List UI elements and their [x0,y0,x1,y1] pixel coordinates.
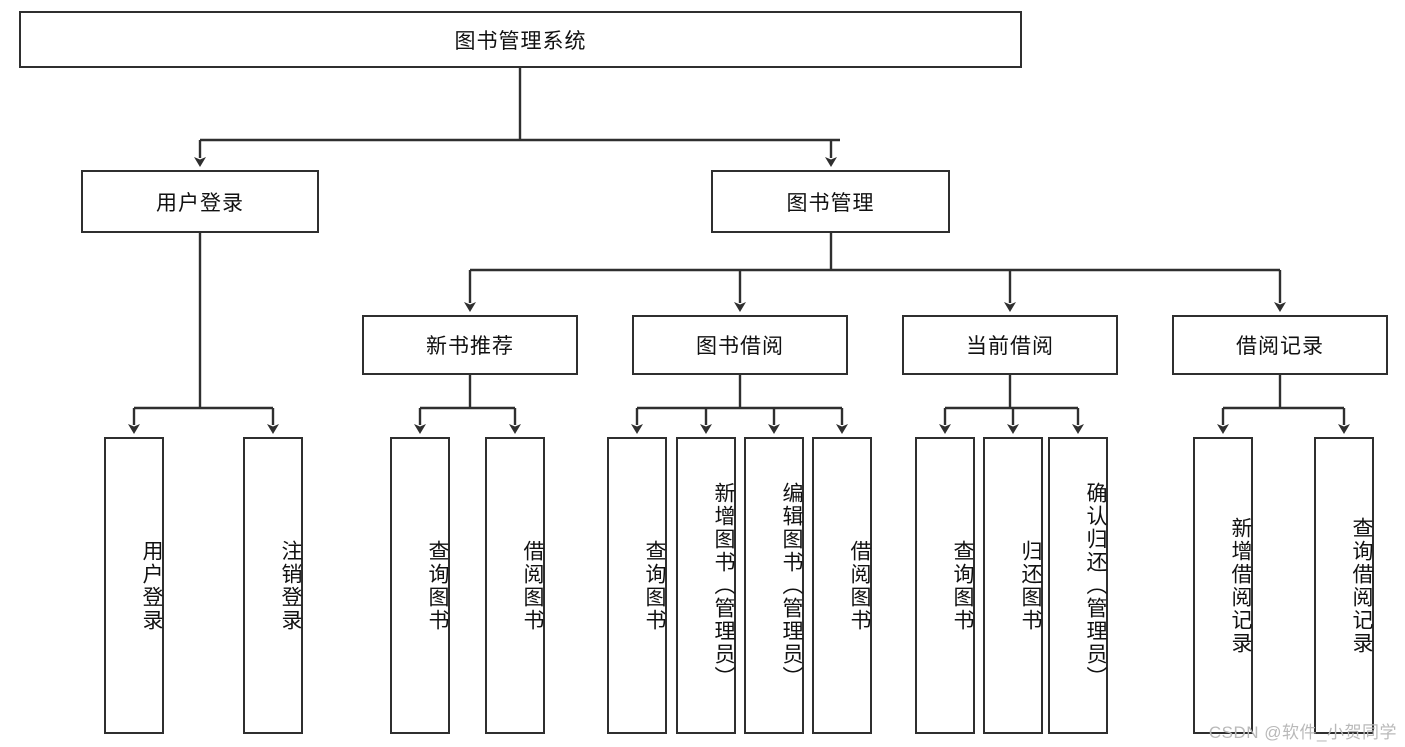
node-leaf-return-book[interactable]: 归还图书 [983,437,1043,734]
node-leaf-query-borrow-record[interactable]: 查询借阅记录 [1314,437,1374,734]
node-new-book-recommend-label: 新书推荐 [426,335,514,358]
node-leaf-add-borrow-record-label: 新增借阅记录 [1229,516,1252,655]
node-leaf-add-book-admin-label: 新增图书（管理员） [712,482,735,689]
node-user-login[interactable]: 用户登录 [81,170,319,233]
node-leaf-query-book-1-label: 查询图书 [426,539,449,632]
node-leaf-query-book-3[interactable]: 查询图书 [915,437,975,734]
node-leaf-user-login-label: 用户登录 [140,539,163,632]
node-leaf-borrow-book-2-label: 借阅图书 [848,539,871,632]
node-leaf-add-book-admin[interactable]: 新增图书（管理员） [676,437,736,734]
node-book-manage[interactable]: 图书管理 [711,170,950,233]
node-book-borrow[interactable]: 图书借阅 [632,315,848,375]
node-leaf-user-login[interactable]: 用户登录 [104,437,164,734]
watermark-text: CSDN @软件_小贺同学 [1208,723,1397,742]
node-leaf-query-book-2[interactable]: 查询图书 [607,437,667,734]
node-leaf-query-book-1[interactable]: 查询图书 [390,437,450,734]
node-leaf-logout-login[interactable]: 注销登录 [243,437,303,734]
node-borrow-record-label: 借阅记录 [1236,335,1324,358]
node-current-borrow[interactable]: 当前借阅 [902,315,1118,375]
node-book-borrow-label: 图书借阅 [696,335,784,358]
node-borrow-record[interactable]: 借阅记录 [1172,315,1388,375]
node-leaf-query-book-3-label: 查询图书 [951,539,974,632]
node-leaf-confirm-return-admin-label: 确认归还（管理员） [1084,482,1107,689]
node-leaf-edit-book-admin[interactable]: 编辑图书（管理员） [744,437,804,734]
node-leaf-confirm-return-admin[interactable]: 确认归还（管理员） [1048,437,1108,734]
node-book-manage-label: 图书管理 [786,191,875,215]
node-user-login-label: 用户登录 [156,191,244,215]
node-leaf-borrow-book-1[interactable]: 借阅图书 [485,437,545,734]
node-leaf-borrow-book-1-label: 借阅图书 [521,539,544,632]
node-leaf-query-borrow-record-label: 查询借阅记录 [1350,516,1373,655]
node-leaf-borrow-book-2[interactable]: 借阅图书 [812,437,872,734]
node-current-borrow-label: 当前借阅 [966,335,1054,358]
node-root-label: 图书管理系统 [454,29,587,53]
node-new-book-recommend[interactable]: 新书推荐 [362,315,578,375]
node-leaf-edit-book-admin-label: 编辑图书（管理员） [780,482,803,689]
node-leaf-query-book-2-label: 查询图书 [643,539,666,632]
node-root[interactable]: 图书管理系统 [19,11,1022,68]
node-leaf-return-book-label: 归还图书 [1019,539,1042,632]
node-leaf-logout-login-label: 注销登录 [279,539,302,632]
node-leaf-add-borrow-record[interactable]: 新增借阅记录 [1193,437,1253,734]
